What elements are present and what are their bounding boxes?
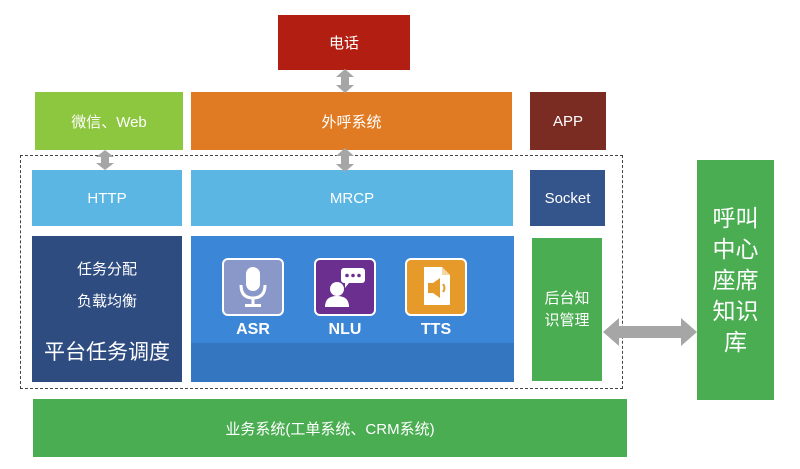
load-balance-label: 负载均衡 (76, 293, 137, 310)
chat-person-icon (325, 268, 365, 307)
wechat-web-label: 微信、Web (71, 113, 147, 131)
asr-tile (222, 258, 284, 316)
business-system-box: 业务系统(工单系统、CRM系统) (33, 399, 627, 457)
speaker-document-icon (424, 267, 450, 305)
http-box: HTTP (32, 170, 182, 226)
tts-tile (405, 258, 467, 316)
phone-box: 电话 (278, 15, 410, 70)
backend-kb-label: 后台知识管理 (544, 289, 590, 329)
socket-box: Socket (530, 170, 605, 226)
platform-dispatch-box (32, 236, 182, 382)
business-system-label: 业务系统(工单系统、CRM系统) (225, 420, 435, 438)
backend-kb-box: 后台知识管理 (532, 238, 602, 381)
tts-label: TTS (420, 321, 452, 338)
wechat-web-box: 微信、Web (35, 92, 183, 150)
http-label: HTTP (87, 189, 127, 207)
asr-label: ASR (236, 321, 270, 338)
arrow-phone-outbound (336, 69, 354, 93)
microphone-icon (239, 267, 267, 307)
arrow-outbound-mrcp (336, 148, 354, 172)
nlu-tile (314, 258, 376, 316)
platform-dashed-frame (20, 155, 623, 389)
socket-label: Socket (544, 189, 591, 207)
mrcp-box: MRCP (191, 170, 513, 226)
phone-label: 电话 (328, 35, 359, 52)
outbound-system-box: 外呼系统 (191, 92, 512, 150)
callcenter-kb-box: 呼叫中心座席知识库 (697, 160, 774, 400)
engines-bottom-band (191, 343, 514, 382)
callcenter-kb-label: 呼叫中心座席知识库 (712, 204, 759, 355)
app-label: APP (552, 112, 583, 130)
arrow-backend-callcenter (603, 318, 697, 346)
task-assign-label: 任务分配 (76, 261, 137, 278)
nlu-label: NLU (328, 321, 362, 338)
platform-dispatch-label: 平台任务调度 (44, 341, 170, 364)
outbound-system-label: 外呼系统 (321, 113, 382, 131)
app-box: APP (530, 92, 606, 150)
arrow-wechat-http (96, 150, 114, 170)
mrcp-label: MRCP (329, 189, 375, 207)
